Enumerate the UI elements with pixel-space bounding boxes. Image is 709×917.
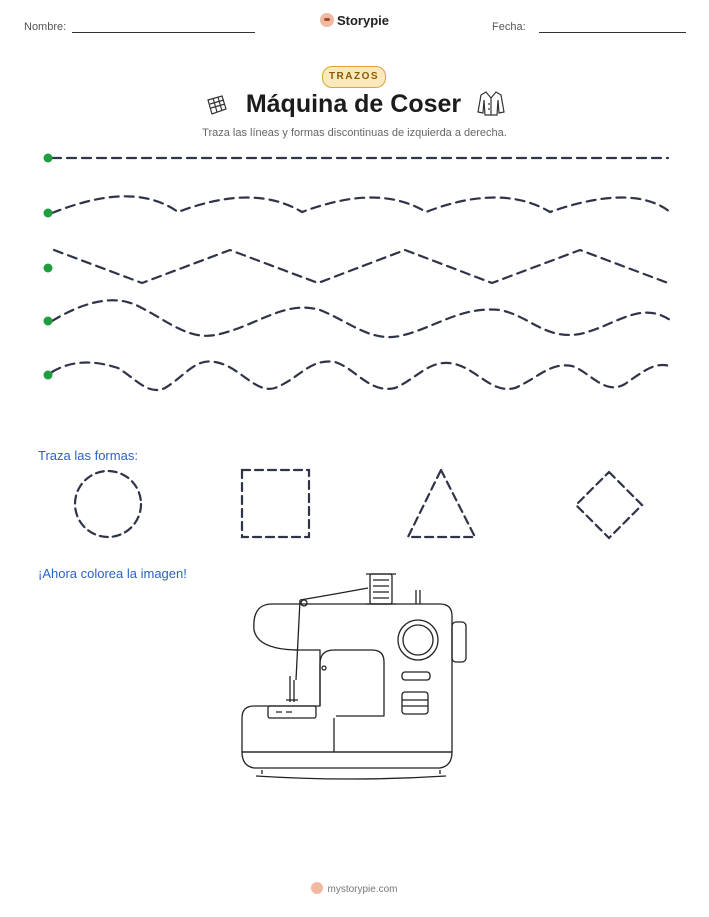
brand: Storypie xyxy=(0,13,709,28)
instructions: Traza las líneas y formas discontinuas d… xyxy=(202,127,507,139)
start-dot xyxy=(43,263,53,273)
storypie-logo-icon xyxy=(319,13,334,27)
name-field-line[interactable] xyxy=(72,32,255,33)
tracing-shapes xyxy=(73,467,644,540)
date-label: Fecha: xyxy=(492,21,526,33)
footer-url[interactable]: mystorypie.com xyxy=(327,884,398,895)
start-dot xyxy=(43,370,53,380)
brand-name: Storypie xyxy=(336,13,389,28)
quilt-icon xyxy=(207,95,227,115)
trace-square[interactable] xyxy=(240,468,311,539)
page-title: Máquina de Coser xyxy=(0,90,709,119)
trace-circle[interactable] xyxy=(73,469,143,539)
trace-line-wave-2[interactable] xyxy=(50,299,672,339)
trace-line-wave-3[interactable] xyxy=(50,360,672,391)
title-text: Máquina de Coser xyxy=(245,90,462,118)
storypie-logo-icon xyxy=(311,882,324,894)
date-field-line[interactable] xyxy=(539,32,686,33)
color-heading: ¡Ahora colorea la imagen! xyxy=(38,566,187,581)
name-label: Nombre: xyxy=(24,21,67,33)
shirt-icon xyxy=(477,91,505,116)
start-dot xyxy=(43,208,53,218)
footer: mystorypie.com xyxy=(0,882,709,895)
sewing-machine-illustration xyxy=(241,573,467,780)
start-dot xyxy=(43,153,53,163)
trace-diamond[interactable] xyxy=(574,470,644,540)
tracing-lines xyxy=(43,153,672,391)
shapes-heading: Traza las formas: xyxy=(38,448,138,463)
start-dot xyxy=(43,316,53,326)
trace-triangle[interactable] xyxy=(406,467,477,539)
category-badge: TRAZOS xyxy=(322,66,386,88)
trace-line-zigzag[interactable] xyxy=(52,248,670,285)
trace-line-wave[interactable] xyxy=(50,195,672,215)
